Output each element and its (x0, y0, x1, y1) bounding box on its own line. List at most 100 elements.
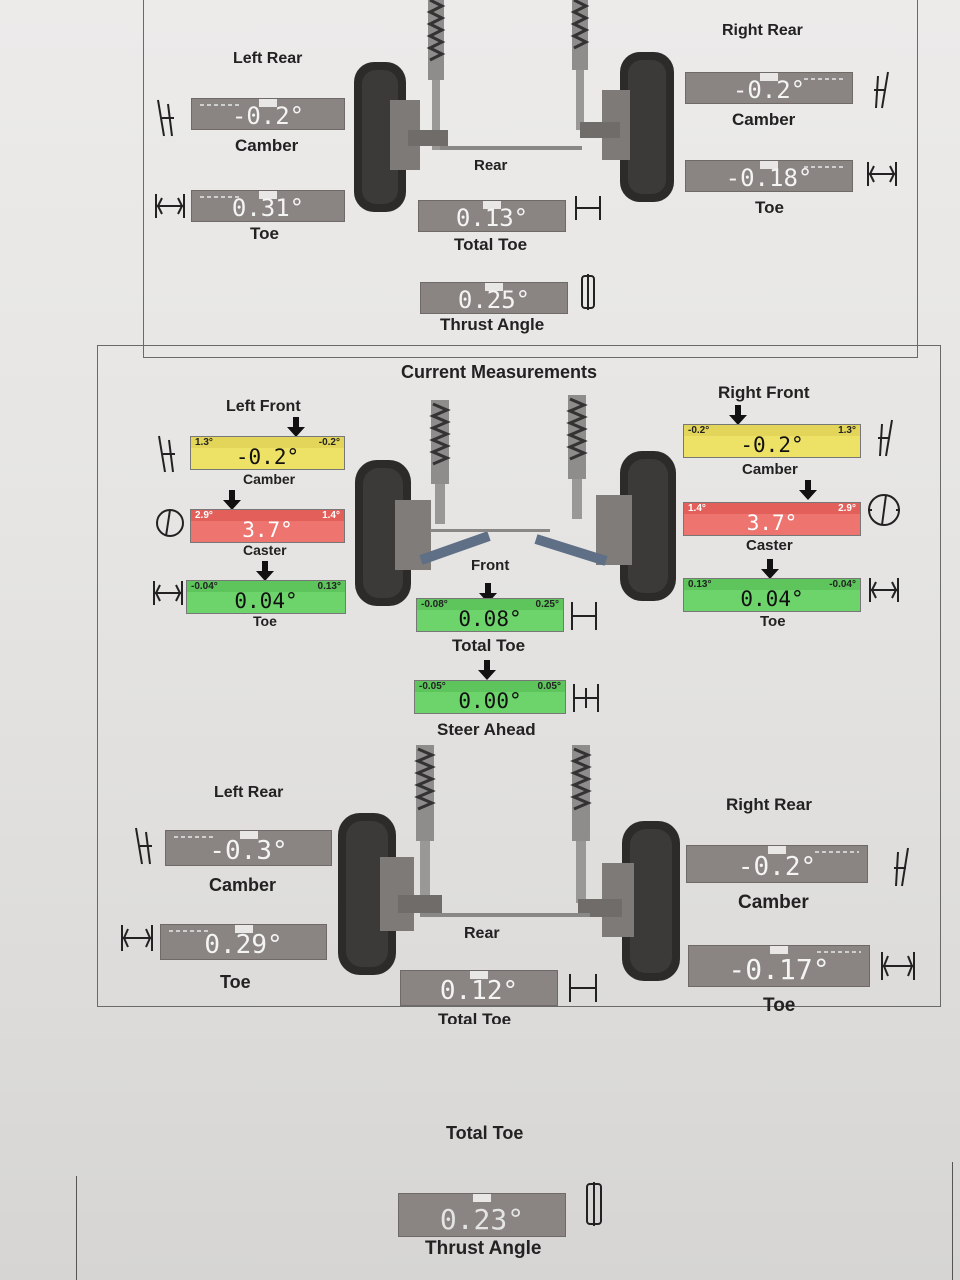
left-front-caster-max: 1.4° (322, 510, 340, 521)
right-front-camber-value: -0.2° (740, 433, 804, 457)
right-front-caster-max: 2.9° (838, 503, 856, 514)
current-left-rear-camber-label: Camber (209, 875, 277, 895)
right-front-toe-label: Toe (760, 613, 786, 630)
front-total-toe-label: Total Toe (452, 636, 526, 655)
right-front-toe-value: 0.04° (740, 587, 804, 611)
camber-icon (874, 71, 889, 109)
toe-icon (881, 952, 915, 980)
bottom-sheet-edge (952, 1162, 953, 1280)
bottom-sheet-edge (76, 1176, 77, 1280)
right-front-camber-gauge: -0.2° 1.3° -0.2° (683, 424, 861, 458)
toe-icon (155, 194, 185, 218)
right-front-caster-label: Caster (746, 537, 793, 554)
previous-left-rear-toe-gauge: 0.31° (191, 190, 345, 222)
current-left-rear-toe-gauge: 0.29° (160, 924, 327, 960)
previous-left-rear-title: Left Rear (233, 50, 303, 67)
current-right-rear-wheel-image (570, 745, 680, 981)
front-total-toe-value: 0.08° (458, 607, 522, 631)
current-left-rear-toe-label: Toe (220, 972, 251, 992)
right-front-wheel-image (534, 395, 676, 601)
steer-ahead-value: 0.00° (458, 689, 522, 713)
toe-icon (869, 578, 899, 602)
previous-left-rear-toe-label: Toe (250, 224, 279, 243)
bottom-thrust-angle-label: Thrust Angle (425, 1238, 542, 1259)
caster-icon (868, 494, 900, 526)
current-right-rear-camber-label: Camber (738, 892, 809, 913)
toe-icon (121, 925, 153, 951)
previous-right-rear-camber-gauge: -0.2° (685, 72, 853, 104)
left-front-toe-value: 0.04° (234, 589, 298, 613)
total-toe-icon (569, 974, 597, 1002)
front-label: Front (471, 557, 510, 574)
toe-icon (153, 581, 183, 605)
steer-ahead-label: Steer Ahead (437, 720, 536, 739)
right-rear-wheel-image (570, 0, 674, 202)
current-left-rear-camber-value: -0.3° (209, 836, 288, 866)
current-rear-total-toe-value: 0.12° (439, 976, 519, 1006)
total-toe-icon (571, 602, 597, 630)
camber-icon (878, 419, 893, 457)
right-front-camber-label: Camber (742, 461, 798, 478)
previous-right-rear-camber-label: Camber (732, 110, 796, 129)
right-front-toe-gauge: 0.13° -0.04° 0.04° (683, 578, 861, 612)
left-front-caster-label: Caster (243, 542, 287, 558)
current-right-rear-camber-gauge: -0.2° (686, 845, 868, 883)
left-front-camber-max: -0.2° (318, 437, 340, 448)
left-front-camber-value: -0.2° (235, 445, 300, 469)
right-front-toe-max: -0.04° (829, 579, 856, 590)
current-title: Current Measurements (401, 362, 598, 382)
current-rear-total-toe-label: Total Toe (438, 1010, 512, 1024)
front-total-toe-max: 0.25° (535, 599, 559, 610)
front-total-toe-gauge: -0.08° 0.25° 0.08° (416, 598, 564, 632)
left-front-toe-gauge: -0.04° 0.13° 0.04° (186, 580, 346, 614)
thrust-angle-icon (586, 1182, 602, 1226)
steer-ahead-icon (573, 684, 599, 712)
previous-thrust-angle-label: Thrust Angle (440, 315, 545, 334)
previous-left-rear-camber-value: -0.2° (231, 102, 305, 130)
left-front-caster-value: 3.7° (242, 518, 293, 542)
camber-icon (894, 847, 909, 887)
left-front-toe-max: 0.13° (317, 581, 341, 592)
previous-total-toe-label: Total Toe (454, 235, 528, 254)
right-front-camber-max: 1.3° (838, 425, 856, 436)
current-right-rear-toe-value: -0.17° (728, 953, 830, 986)
front-total-toe-min: -0.08° (421, 599, 448, 610)
rear-tie-rod (420, 913, 590, 917)
previous-left-rear-toe-value: 0.31° (231, 194, 305, 222)
right-front-title: Right Front (718, 383, 810, 402)
previous-total-toe-value: 0.13° (455, 204, 529, 232)
current-right-rear-camber-value: -0.2° (737, 852, 817, 882)
previous-left-rear-camber-label: Camber (235, 136, 299, 155)
right-front-caster-min: 1.4° (688, 503, 706, 514)
previous-rear-label: Rear (474, 157, 508, 174)
steer-ahead-max: 0.05° (537, 681, 561, 692)
bottom-thrust-angle-value: 0.23° (439, 1203, 525, 1236)
left-front-toe-min: -0.04° (191, 581, 218, 592)
steer-ahead-min: -0.05° (419, 681, 446, 692)
right-front-toe-min: 0.13° (688, 579, 712, 590)
toe-icon (867, 162, 897, 186)
camber-icon (135, 827, 152, 865)
previous-right-rear-toe-gauge: -0.18° (685, 160, 853, 192)
current-right-rear-toe-label: Toe (763, 995, 796, 1016)
left-front-camber-min: 1.3° (195, 437, 213, 448)
right-front-caster-value: 3.7° (746, 511, 798, 535)
current-right-rear-toe-gauge: -0.17° (688, 945, 870, 987)
current-measurements-panel (97, 345, 941, 1007)
total-toe-icon (575, 196, 601, 220)
previous-right-rear-camber-value: -0.2° (732, 76, 806, 104)
left-front-caster-gauge: 2.9° 1.4° 3.7° (190, 509, 345, 543)
steer-ahead-gauge: -0.05° 0.05° 0.00° (414, 680, 566, 714)
current-rear-total-toe-gauge: 0.12° (400, 970, 558, 1006)
previous-right-rear-toe-value: -0.18° (725, 164, 813, 192)
left-front-wheel-image (355, 400, 491, 606)
right-front-caster-gauge: 1.4° 2.9° 3.7° (683, 502, 861, 536)
previous-panel (143, 0, 918, 358)
left-rear-wheel-image (354, 0, 448, 212)
rear-tie-rod (440, 146, 582, 150)
caster-icon (156, 509, 184, 537)
current-right-rear-title: Right Rear (726, 795, 812, 814)
bottom-thrust-angle-gauge: 0.23° (398, 1193, 566, 1237)
right-front-camber-min: -0.2° (688, 425, 710, 436)
previous-right-rear-toe-label: Toe (755, 198, 784, 217)
